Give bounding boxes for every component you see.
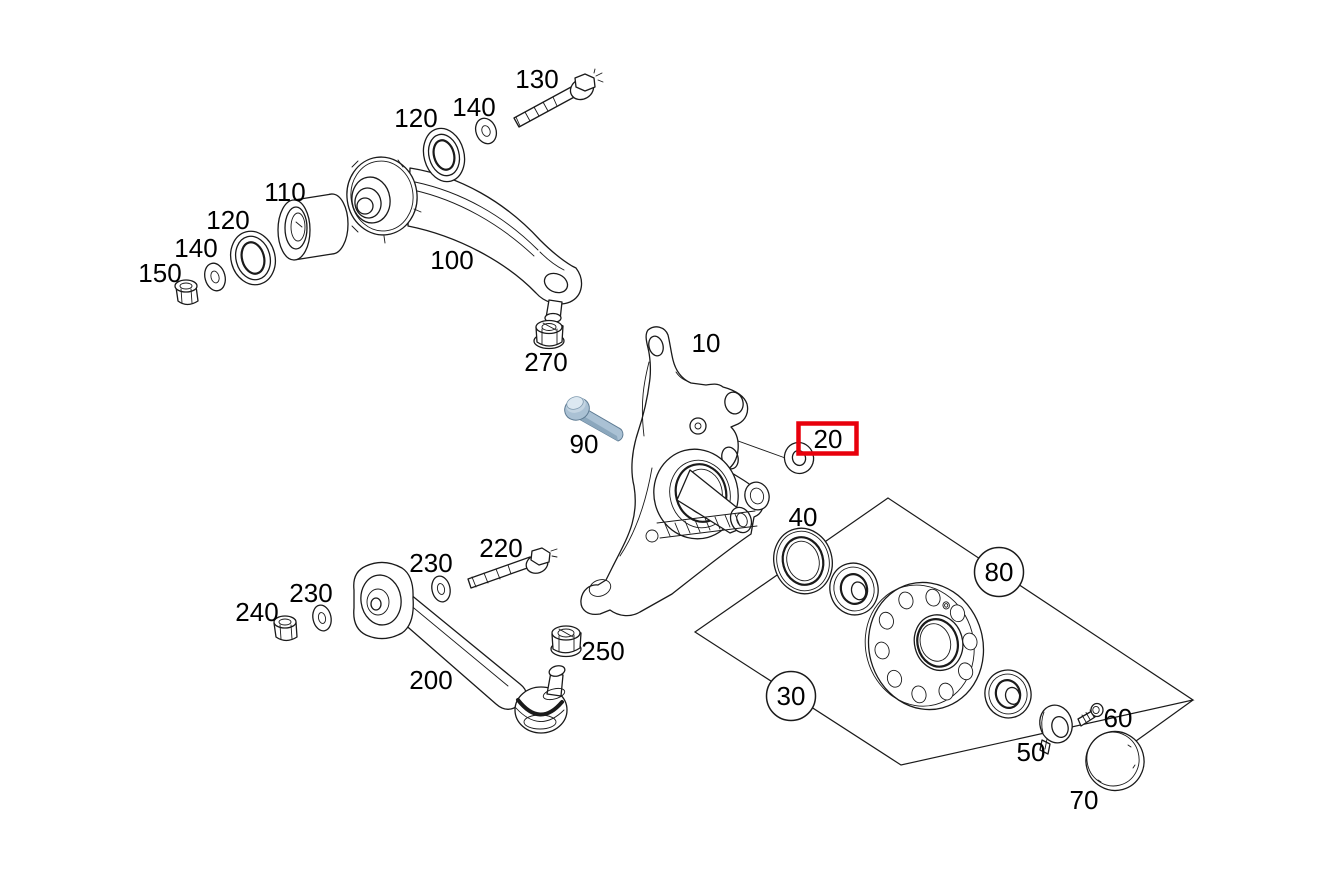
washer-230-left [312, 604, 332, 632]
callout-circle-80[interactable] [973, 546, 1025, 598]
highlight-box [796, 421, 859, 456]
bushing-110 [277, 193, 349, 261]
callout-circle-30[interactable] [765, 670, 817, 722]
callout-270[interactable]: 270 [524, 347, 567, 377]
callout-120-top[interactable]: 120 [394, 103, 437, 133]
castle-nut-270 [533, 319, 565, 350]
lock-nut-240 [273, 615, 298, 642]
lock-nut-150 [174, 279, 199, 306]
callout-240[interactable]: 240 [235, 597, 278, 627]
washer-230-top [431, 575, 451, 603]
assembly-group-box [693, 497, 1195, 766]
wheel-bearing-outer [984, 669, 1032, 719]
callout-130[interactable]: 130 [515, 64, 558, 94]
callout-220[interactable]: 220 [479, 533, 522, 563]
callout-250[interactable]: 250 [581, 636, 624, 666]
screw-60 [1077, 702, 1104, 727]
ball-joint-lower [514, 686, 568, 734]
callout-20-highlight-group[interactable]: 20 [796, 421, 859, 456]
seal-ring-120-left [229, 230, 277, 286]
callout-80[interactable]: 80 [985, 557, 1014, 587]
callout-60[interactable]: 60 [1104, 703, 1133, 733]
washer-140-top [474, 117, 498, 145]
bolt-220 [467, 547, 558, 589]
callout-70[interactable]: 70 [1070, 785, 1099, 815]
callout-50[interactable]: 50 [1017, 737, 1046, 767]
hub-bolt-holes [874, 588, 978, 704]
callout-100[interactable]: 100 [430, 245, 473, 275]
dust-cap-70 [1085, 730, 1145, 792]
callout-200[interactable]: 200 [409, 665, 452, 695]
callout-120-left[interactable]: 120 [206, 205, 249, 235]
callout-10[interactable]: 10 [692, 328, 721, 358]
bolt-90 [564, 396, 624, 442]
seal-ring-120-top [422, 127, 466, 183]
wheel-bearing-inner [829, 562, 879, 616]
callout-140-top[interactable]: 140 [452, 92, 495, 122]
callout-110[interactable]: 110 [264, 177, 305, 207]
clamp-washer-50 [1039, 704, 1073, 755]
castle-nut-250 [550, 625, 582, 658]
callout-90[interactable]: 90 [570, 429, 599, 459]
wheel-hub [864, 581, 985, 711]
callout-30[interactable]: 30 [777, 681, 806, 711]
hub-center-bore [913, 614, 964, 672]
seal-ring-40 [773, 527, 833, 595]
upper-control-arm-100 [346, 156, 583, 324]
callout-140-left[interactable]: 140 [174, 233, 217, 263]
lower-control-arm-200 [353, 561, 568, 734]
callout-230-left[interactable]: 230 [289, 578, 332, 608]
callout-20[interactable]: 20 [814, 424, 843, 454]
steering-knuckle-10 [580, 326, 770, 617]
bolt-130 [513, 68, 604, 128]
callout-230-top[interactable]: 230 [409, 548, 452, 578]
callout-150[interactable]: 150 [138, 258, 181, 288]
washer-140-left [204, 262, 226, 292]
callout-40[interactable]: 40 [789, 502, 818, 532]
